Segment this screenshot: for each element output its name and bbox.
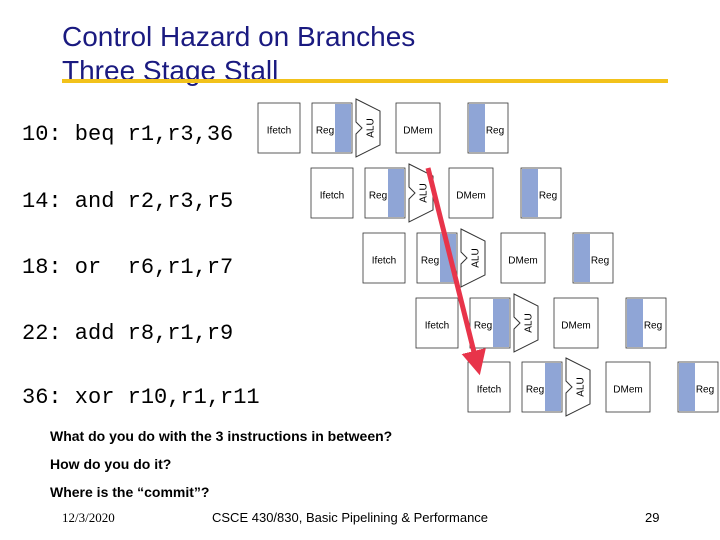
ifetch-label: Ifetch [267,126,291,137]
pipeline-row: Ifetch Reg ALU DMem Reg [257,98,509,158]
reg-read-label: Reg [369,191,387,202]
reg-read-shade [388,169,404,217]
ifetch-label: Ifetch [425,321,449,332]
alu-stage [513,293,539,353]
ifetch-stage [362,232,406,284]
reg-read-shade [545,363,561,411]
alu-label: ALU [576,377,587,396]
ifetch-stage [415,297,459,349]
alu-stage [460,228,486,288]
reg-write-label: Reg [644,321,662,332]
footer-date: 12/3/2020 [62,510,115,525]
ifetch-stage [310,167,354,219]
dmem-stage [605,361,651,413]
reg-write-label: Reg [591,256,609,267]
stall-arrow [425,167,486,376]
pipeline-row: Ifetch Reg ALU DMem Reg [467,357,719,417]
dmem-stage [553,297,599,349]
ifetch-stage [257,102,301,154]
dmem-stage [448,167,494,219]
dmem-stage [395,102,441,154]
title-underline [62,79,668,83]
pipeline-row: Ifetch Reg ALU DMem Reg [362,228,614,288]
ifetch-label: Ifetch [477,385,501,396]
reg-read-label: Reg [474,321,492,332]
ifetch-label: Ifetch [372,256,396,267]
slide-title-line1: Control Hazard on Branches [62,21,416,52]
footer-page-number: 29 [645,510,660,525]
alu-stage [565,357,591,417]
question-how: How do you do it? [50,456,172,472]
dmem-label: DMem [613,385,642,396]
alu-label: ALU [419,183,430,202]
reg-read-label: Reg [421,256,439,267]
pipeline-row: Ifetch Reg ALU DMem Reg [415,293,667,353]
alu-label: ALU [471,248,482,267]
reg-write-label: Reg [539,191,557,202]
ifetch-label: Ifetch [320,191,344,202]
dmem-label: DMem [456,191,485,202]
reg-read-shade [335,104,351,152]
dmem-label: DMem [403,126,432,137]
dmem-stage [500,232,546,284]
alu-label: ALU [524,313,535,332]
instruction-add: 22: add r8,r1,r9 [22,321,234,346]
dmem-label: DMem [508,256,537,267]
reg-read-label: Reg [526,385,544,396]
reg-write-shade [679,363,695,411]
alu-label: ALU [366,118,377,137]
reg-read-shade [493,299,509,347]
instruction-and: 14: and r2,r3,r5 [22,189,234,214]
reg-read-label: Reg [316,126,334,137]
reg-write-label: Reg [486,126,504,137]
reg-write-shade [522,169,538,217]
pipeline-row: Ifetch Reg ALU DMem Reg [310,163,562,223]
reg-write-label: Reg [696,385,714,396]
footer-course: CSCE 430/830, Basic Pipelining & Perform… [212,510,489,525]
reg-write-shade [469,104,485,152]
instruction-xor: 36: xor r10,r1,r11 [22,385,260,410]
alu-stage [355,98,381,158]
reg-write-shade [627,299,643,347]
instruction-beq: 10: beq r1,r3,36 [22,122,234,147]
instruction-or: 18: or r6,r1,r7 [22,255,234,280]
dmem-label: DMem [561,321,590,332]
reg-write-shade [574,234,590,282]
question-commit: Where is the “commit”? [50,484,210,500]
question-in-between: What do you do with the 3 instructions i… [50,428,393,444]
